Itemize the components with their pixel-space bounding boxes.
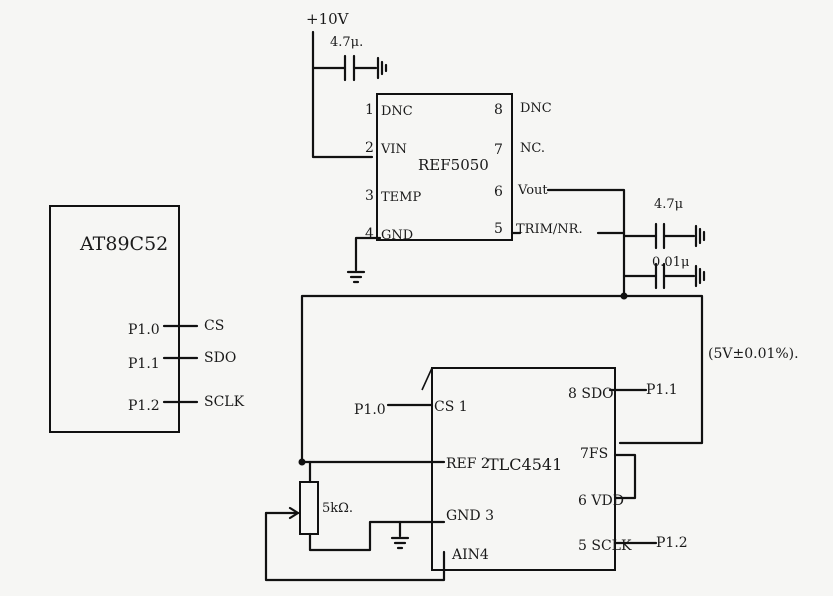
adc-cs-net: P1.0 [354, 402, 386, 418]
ref-pin5-name: TRIM/NR. [516, 222, 583, 237]
ref-pin4-name: GND [381, 228, 413, 243]
adc-pin6: 6 VDD [578, 493, 624, 509]
ref-pin7-num: 7 [494, 142, 503, 158]
ref-pin5-num: 5 [494, 221, 503, 237]
pot-value: 5kΩ. [322, 501, 353, 516]
pot-wires [264, 460, 446, 582]
vout-junction [620, 292, 628, 300]
ref5050-label: REF5050 [418, 156, 489, 174]
ref-pin4-num: 4 [365, 226, 374, 242]
pot-5k [299, 481, 319, 535]
ref-pin2-num: 2 [365, 140, 374, 156]
ref-pin6-num: 6 [494, 184, 503, 200]
supply-wires [311, 30, 378, 159]
ref5050-right-pins: 8 DNC 7 NC. 6 Vout 5 TRIM/NR. [494, 101, 583, 237]
adc-pin2: REF 2 [446, 456, 490, 472]
mcu-pins: P1.0 CS P1.1 SDO P1.2 SCLK [128, 318, 245, 414]
ref-gnd-wire [346, 236, 382, 284]
ground-symbol-cap3 [694, 264, 706, 288]
adc-sdo-net: P1.1 [646, 382, 678, 398]
adc-pin3: GND 3 [446, 508, 494, 524]
ref5050-left-pins: 1 DNC 2 VIN 3 TEMP 4 GND [365, 102, 421, 243]
tlc4541-label: TLC4541 [488, 455, 562, 474]
mcu-pin-p11: P1.1 [128, 356, 160, 372]
ref-pin8-name: DNC [520, 101, 552, 116]
ref-pin8-num: 8 [494, 102, 503, 118]
adc-pin1: CS 1 [434, 399, 468, 415]
ref-pin2-name: VIN [380, 142, 407, 157]
ref-pin1-name: DNC [381, 104, 413, 119]
vout-wires [300, 188, 704, 464]
ground-symbol-cap1 [376, 56, 388, 80]
ref-pin6-name: Vout [517, 183, 548, 198]
vref-note: (5V±0.01%). [708, 346, 799, 362]
ref5050-chip [376, 93, 513, 241]
adc-pin7: 7FS [580, 446, 608, 462]
mcu-pin-p12: P1.2 [128, 398, 160, 414]
pot-wiper-arrow [288, 506, 300, 520]
ref-pin3-num: 3 [365, 188, 374, 204]
ref-pin7-name: NC. [520, 141, 545, 156]
mcu-pin-p10: P1.0 [128, 322, 160, 338]
adc-pin4: AIN4 [451, 547, 489, 563]
mcu-net-cs: CS [204, 318, 224, 334]
ref-pin3-name: TEMP [381, 190, 421, 205]
ground-symbol-cap2 [694, 224, 706, 248]
at89c52-chip [49, 205, 180, 433]
adc-sclk-net: P1.2 [656, 535, 688, 551]
adc-pin8: 8 SDO [568, 386, 614, 402]
at89c52-label: AT89C52 [79, 233, 168, 255]
fs-vdd-tie [613, 453, 637, 500]
cap3-value: 0.01μ [652, 255, 689, 270]
ref-pin1-num: 1 [365, 102, 374, 118]
mcu-net-sclk: SCLK [204, 394, 245, 410]
cap2-value: 4.7μ [654, 197, 683, 212]
adc-left-pins: P1.0 CS 1 REF 2 GND 3 AIN4 [354, 399, 494, 563]
cap1-value: 4.7μ. [330, 35, 363, 50]
mcu-net-sdo: SDO [204, 350, 236, 366]
ref-junction [298, 458, 306, 466]
supply-label: +10V [306, 10, 350, 28]
tlc4541-chip [431, 367, 616, 571]
adc-right-pins: 8 SDO P1.1 7FS 6 VDD 5 SCLK P1.2 [568, 382, 688, 554]
adc-outline-accent [421, 367, 433, 391]
adc-pin5: 5 SCLK [578, 538, 632, 554]
